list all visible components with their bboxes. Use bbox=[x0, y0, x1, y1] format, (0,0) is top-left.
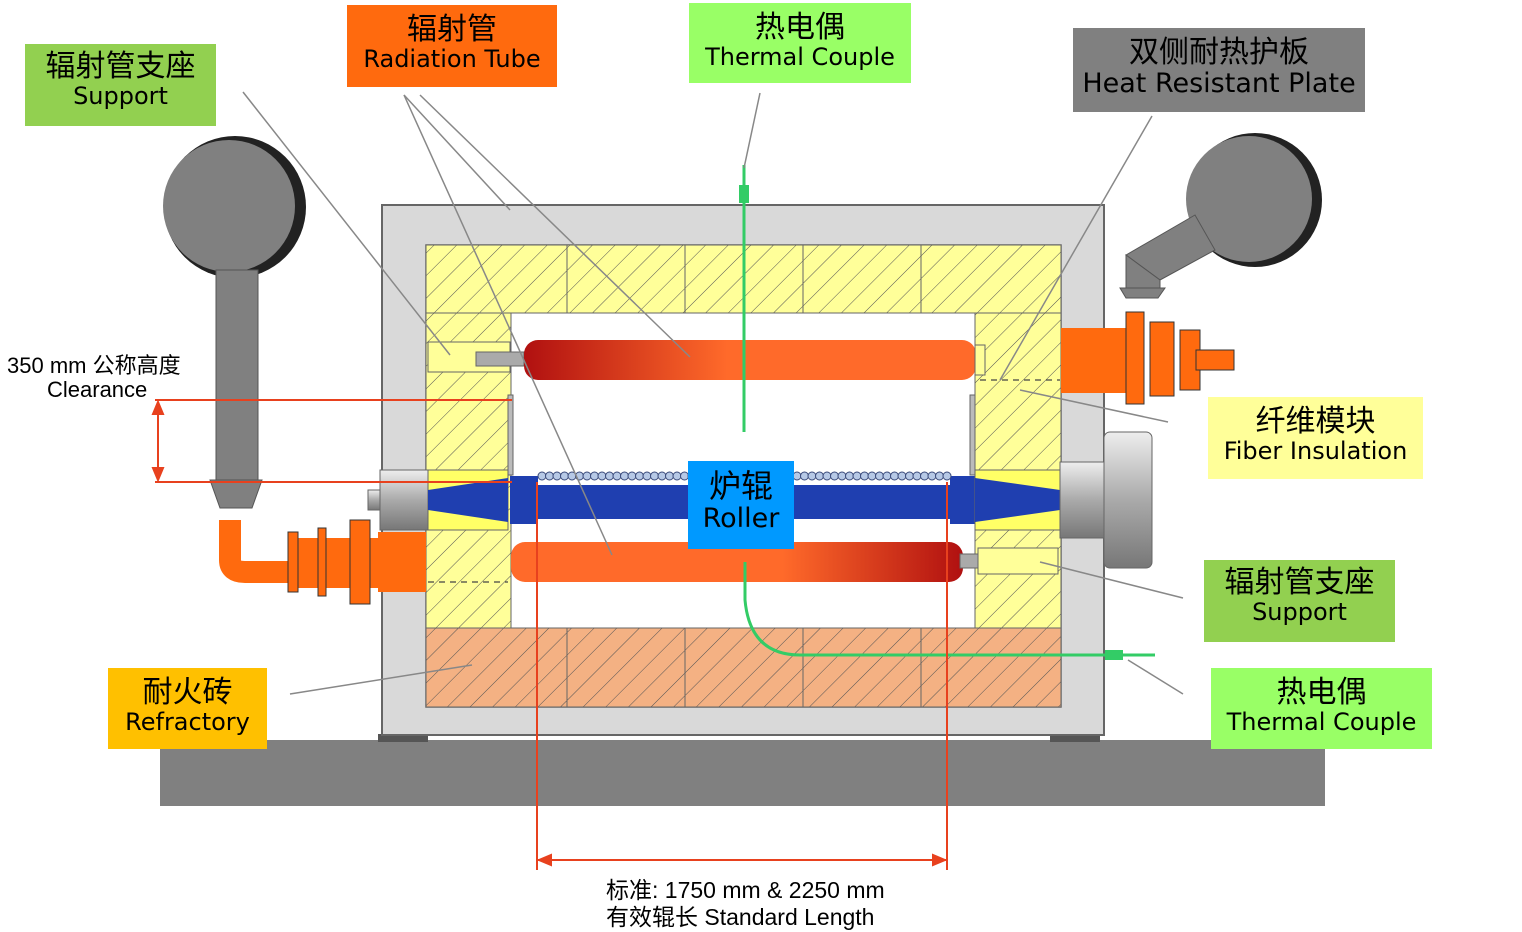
clearance-label-en: Clearance bbox=[47, 377, 148, 402]
label-zh: 纤维模块 bbox=[1255, 404, 1376, 439]
lower-radiation-tube bbox=[511, 542, 1059, 582]
label-zh: 辐射管支座 bbox=[1224, 565, 1375, 600]
length-label-line2: 有效辊长 Standard Length bbox=[606, 904, 875, 930]
label-refractory: 耐火砖 Refractory bbox=[108, 668, 267, 749]
label-en: Thermal Couple bbox=[705, 43, 895, 71]
thermocouple-bottom bbox=[743, 562, 1155, 660]
right-burner bbox=[1061, 133, 1322, 405]
roller-ring bbox=[942, 471, 952, 481]
roller-ring bbox=[912, 471, 922, 481]
roller-ring bbox=[672, 471, 682, 481]
label-heat-resistant-plate: 双侧耐热护板 Heat Resistant Plate bbox=[1073, 28, 1365, 112]
roller-ring bbox=[665, 471, 674, 481]
label-roller: 炉辊 Roller bbox=[688, 461, 794, 549]
clearance-dimension bbox=[151, 399, 512, 483]
label-en: Support bbox=[73, 82, 168, 110]
label-thermocouple-top: 热电偶 Thermal Couple bbox=[689, 3, 911, 83]
heat-plate-left bbox=[507, 394, 514, 476]
label-fiber-insulation: 纤维模块 Fiber Insulation bbox=[1208, 397, 1423, 479]
label-zh: 热电偶 bbox=[1276, 675, 1367, 710]
roller-ring bbox=[642, 471, 652, 481]
dashed-lines bbox=[428, 379, 1060, 583]
foot-left bbox=[378, 734, 428, 742]
roller-ring bbox=[635, 471, 644, 481]
roller-ring bbox=[867, 471, 877, 481]
length-dimension bbox=[536, 482, 948, 870]
clearance-label: 350 mm 公称高度 bbox=[7, 353, 181, 378]
length-label: 标准: 1750 mm & 2250 mm bbox=[606, 877, 885, 903]
roller-ring bbox=[830, 471, 839, 481]
roller-ring bbox=[612, 471, 622, 481]
leader-lines bbox=[242, 91, 1184, 695]
thermocouple-top bbox=[739, 165, 749, 432]
roller-ring bbox=[560, 471, 569, 481]
roller-ring bbox=[905, 471, 914, 481]
label-zh: 辐射管支座 bbox=[45, 49, 196, 84]
roller-ring bbox=[822, 471, 832, 481]
label-zh: 双侧耐热护板 bbox=[1129, 35, 1309, 70]
label-radiation-tube: 辐射管 Radiation Tube bbox=[347, 5, 557, 87]
roller-ring bbox=[597, 471, 607, 481]
roller-ring bbox=[545, 471, 554, 481]
roller-ring bbox=[590, 471, 599, 481]
base-platform bbox=[160, 740, 1325, 806]
label-en: Refractory bbox=[125, 708, 250, 736]
label-zh: 耐火砖 bbox=[142, 675, 233, 710]
roller-ring bbox=[807, 471, 817, 481]
bottom-refractory bbox=[425, 627, 1062, 708]
label-support-top-left: 辐射管支座 Support bbox=[25, 44, 216, 126]
label-en: Radiation Tube bbox=[363, 45, 541, 73]
label-en: Roller bbox=[702, 503, 780, 535]
roller-ring bbox=[890, 471, 899, 481]
roller-ring bbox=[845, 471, 854, 481]
roller-ring bbox=[837, 471, 847, 481]
label-thermocouple-bottom: 热电偶 Thermal Couple bbox=[1211, 668, 1432, 749]
roller-ring bbox=[852, 471, 862, 481]
roller-ring bbox=[800, 471, 809, 481]
roller-ring bbox=[897, 471, 907, 481]
label-en: Support bbox=[1252, 598, 1347, 626]
roller-ring bbox=[657, 471, 667, 481]
roller-ring bbox=[650, 471, 659, 481]
roller-ring bbox=[605, 471, 614, 481]
roller-ring bbox=[620, 471, 629, 481]
label-zh: 炉辊 bbox=[708, 467, 773, 505]
label-en: Thermal Couple bbox=[1226, 708, 1417, 736]
roller-ring bbox=[920, 471, 929, 481]
label-zh: 热电偶 bbox=[755, 10, 845, 45]
roller-ring bbox=[537, 471, 547, 481]
roller-ring bbox=[627, 471, 637, 481]
foot-right bbox=[1050, 734, 1100, 742]
roller-ring bbox=[860, 471, 869, 481]
upper-radiation-tube bbox=[427, 340, 986, 380]
roller-ring bbox=[582, 471, 592, 481]
label-support-right: 辐射管支座 Support bbox=[1204, 560, 1395, 642]
heat-plate-right bbox=[969, 394, 976, 476]
roller-ring bbox=[552, 471, 562, 481]
roller-ring bbox=[792, 471, 802, 481]
left-burner bbox=[163, 136, 426, 605]
label-zh: 辐射管 bbox=[407, 12, 497, 47]
roller-ring bbox=[815, 471, 824, 481]
label-en: Heat Resistant Plate bbox=[1082, 68, 1356, 99]
roller-ring bbox=[882, 471, 892, 481]
roller-ring bbox=[927, 471, 937, 481]
label-en: Fiber Insulation bbox=[1223, 437, 1408, 465]
roller-ring bbox=[935, 471, 944, 481]
roller-ring bbox=[875, 471, 884, 481]
